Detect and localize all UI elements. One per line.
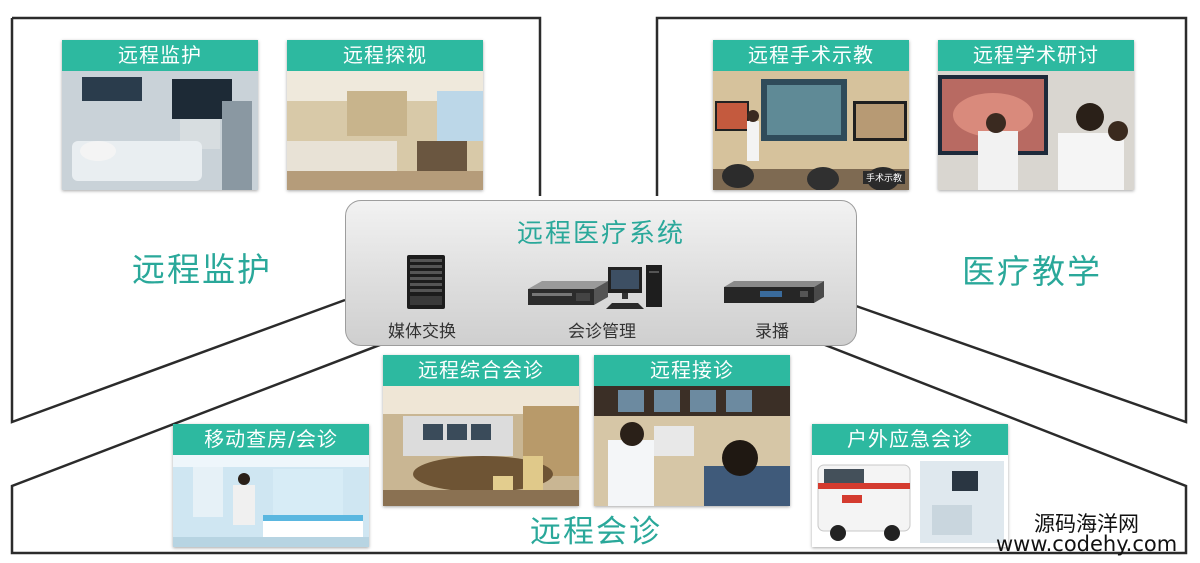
system-title: 远程医疗系统 [516, 219, 685, 249]
icu-photo [62, 71, 258, 190]
left-zone-frame-lower [10, 18, 346, 424]
card-label: 远程学术研讨 [938, 40, 1134, 71]
card-remote-surgery-teaching: 远程手术示教 手术示教 [713, 40, 909, 190]
card-label: 移动查房/会诊 [173, 424, 369, 455]
academic-seminar-photo [938, 71, 1134, 190]
right-zone-frame [655, 16, 1188, 424]
management-pc-icon [606, 265, 662, 309]
management-server-icon [528, 281, 608, 305]
zone-title-teaching: 医疗教学 [962, 252, 1102, 291]
hospital-ward-photo [173, 455, 369, 547]
card-label: 户外应急会诊 [812, 424, 1008, 455]
card-label: 远程综合会诊 [383, 355, 579, 386]
card-remote-academic-seminar: 远程学术研讨 [938, 40, 1134, 190]
card-label: 远程接诊 [594, 355, 790, 386]
zone-title-monitoring: 远程监护 [132, 250, 272, 289]
reception-photo [594, 386, 790, 506]
surgery-screen-caption: 手术示教 [863, 171, 906, 184]
ambulance-photo [812, 455, 1008, 547]
media-switch-icon [407, 255, 445, 309]
watermark-url: www.codehy.com [996, 532, 1178, 556]
watermark-site-name: 源码海洋网 [1034, 512, 1139, 536]
card-remote-reception: 远程接诊 [594, 355, 790, 506]
zone-title-consultation: 远程会诊 [530, 514, 662, 550]
card-remote-visit: 远程探视 [287, 40, 483, 190]
device-label-management: 会诊管理 [568, 322, 636, 342]
card-label: 远程监护 [62, 40, 258, 71]
recorder-icon [724, 281, 824, 303]
card-label: 远程手术示教 [713, 40, 909, 71]
conference-room-photo [383, 386, 579, 506]
surgery-teaching-photo [713, 71, 909, 190]
card-label: 远程探视 [287, 40, 483, 71]
card-remote-comprehensive-consultation: 远程综合会诊 [383, 355, 579, 506]
bottom-zone-frame [10, 341, 1188, 555]
card-remote-monitoring: 远程监护 [62, 40, 258, 190]
card-mobile-ward-round: 移动查房/会诊 [173, 424, 369, 547]
device-label-media-switch: 媒体交换 [388, 322, 456, 342]
device-label-recorder: 录播 [755, 322, 789, 342]
telemedicine-system-box: 远程医疗系统 媒体交换 会诊管理 录播 [345, 200, 857, 346]
ward-room-photo [287, 71, 483, 190]
left-zone-frame [12, 16, 542, 196]
card-outdoor-emergency-consultation: 户外应急会诊 [812, 424, 1008, 547]
